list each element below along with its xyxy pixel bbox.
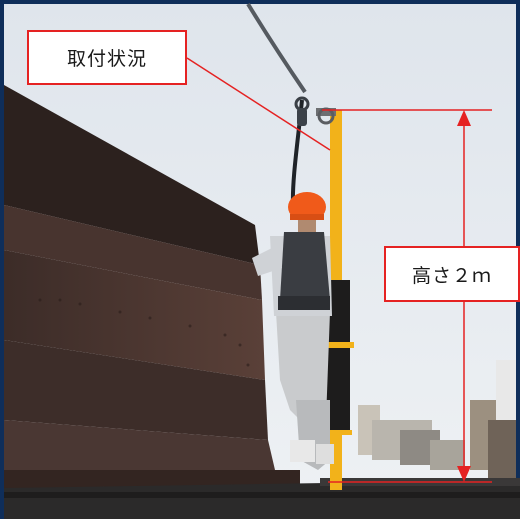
height-callout: 高さ２ｍ bbox=[384, 246, 520, 302]
worker bbox=[252, 192, 334, 470]
callout-leader-line bbox=[186, 57, 331, 151]
lifeline-rope bbox=[246, 2, 307, 94]
arrow-up-icon bbox=[457, 110, 471, 126]
arrow-down-icon bbox=[457, 466, 471, 482]
attachment-callout: 取付状況 bbox=[27, 30, 187, 85]
steel-beams bbox=[4, 85, 300, 490]
background-buildings bbox=[358, 360, 516, 490]
